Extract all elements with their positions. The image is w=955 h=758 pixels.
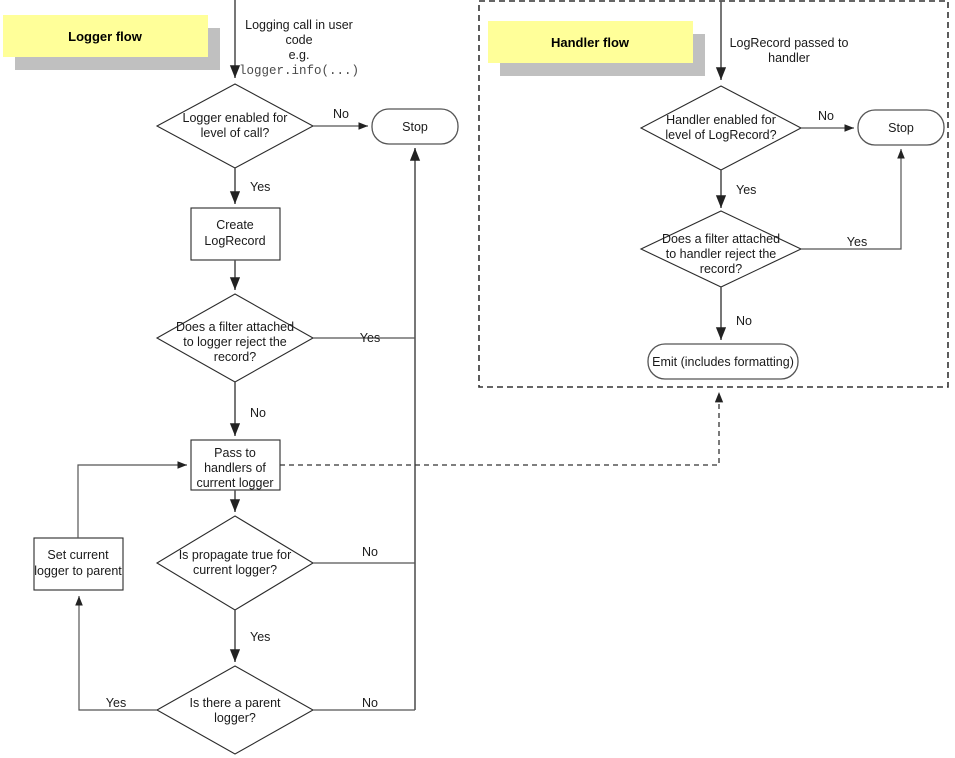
logging-call-line-3: e.g. — [289, 48, 310, 62]
edge-label-propagate-yes: Yes — [250, 630, 270, 644]
node-pass-to-handlers: Pass to handlers of current logger — [190, 439, 281, 491]
edge-label-filter-handler-yes: Yes — [847, 235, 867, 249]
logger-flow-banner-fill — [3, 15, 208, 57]
logrecord-passed-line-1: LogRecord passed to — [730, 36, 849, 50]
edge-label-filter-logger-yes: Yes — [360, 331, 380, 345]
set-parent-box — [33, 537, 124, 591]
filter-logger-line-3: record? — [214, 350, 256, 364]
emit-shape — [647, 343, 799, 380]
logrecord-passed-line-2: handler — [768, 51, 810, 65]
node-filter-handler: Does a filter attached to handler reject… — [639, 210, 803, 288]
pass-to-handlers-line-2: handlers of — [204, 461, 266, 475]
edge-pass-to-handler-flow-dashed — [280, 392, 724, 466]
propagate-line-1: Is propagate true for — [179, 548, 292, 562]
edge-filter-handler-yes — [801, 149, 905, 250]
node-create-logrecord: Create LogRecord — [190, 207, 281, 261]
logger-stop-shape — [371, 108, 459, 145]
edge-label-handler-enabled-no: No — [818, 109, 834, 123]
pass-to-handlers-line-1: Pass to — [214, 446, 256, 460]
node-emit: Emit (includes formatting) — [647, 343, 799, 380]
set-parent-line-1: Set current — [47, 548, 109, 562]
edge-label-handler-enabled-yes: Yes — [736, 183, 756, 197]
handler-enabled-line-2: level of LogRecord? — [665, 128, 776, 142]
edge-label-propagate-no: No — [362, 545, 378, 559]
node-parent-logger: Is there a parent logger? — [155, 665, 315, 755]
node-set-parent: Set current logger to parent — [33, 537, 124, 591]
filter-handler-line-2: to handler reject the — [666, 247, 777, 261]
node-filter-logger: Does a filter attached to logger reject … — [155, 293, 315, 383]
handler-enabled-line-1: Handler enabled for — [666, 113, 776, 127]
logging-call-annotation: Logging call in user code e.g. logger.in… — [239, 18, 359, 78]
filter-handler-line-1: Does a filter attached — [662, 232, 780, 246]
set-parent-line-2: logger to parent — [34, 564, 122, 578]
filter-logger-line-2: to logger reject the — [183, 335, 287, 349]
handler-flow-banner-fill — [488, 21, 693, 63]
node-handler-enabled: Handler enabled for level of LogRecord? — [639, 85, 803, 171]
edge-label-logger-enabled-no: No — [333, 107, 349, 121]
emit-label: Emit (includes formatting) — [652, 355, 794, 369]
logrecord-passed-annotation: LogRecord passed to handler — [730, 36, 849, 65]
handler-flow-banner: Handler flow — [488, 21, 705, 76]
edge-label-logger-enabled-yes: Yes — [250, 180, 270, 194]
logging-call-line-1: Logging call in user — [245, 18, 353, 32]
logger-stop-label: Stop — [402, 120, 428, 134]
edge-parent-logger-yes — [75, 596, 157, 711]
edge-label-filter-logger-no: No — [250, 406, 266, 420]
handler-flow-banner-label: Handler flow — [551, 35, 630, 50]
filter-logger-line-1: Does a filter attached — [176, 320, 294, 334]
edge-set-parent-to-pass — [77, 461, 187, 538]
node-handler-stop: Stop — [857, 109, 945, 146]
logger-flow-banner-label: Logger flow — [68, 29, 143, 44]
logger-enabled-line-1: Logger enabled for — [183, 111, 288, 125]
handler-flow-group-box — [478, 0, 949, 388]
parent-logger-line-1: Is there a parent — [189, 696, 281, 710]
logger-flow-banner: Logger flow — [3, 15, 220, 70]
edge-label-filter-handler-no: No — [736, 314, 752, 328]
logging-call-code: logger.info(...) — [239, 64, 359, 78]
logger-enabled-line-2: level of call? — [201, 126, 270, 140]
node-logger-enabled: Logger enabled for level of call? — [155, 83, 315, 169]
create-logrecord-line-2: LogRecord — [204, 234, 265, 248]
node-propagate: Is propagate true for current logger? — [155, 515, 315, 611]
parent-logger-line-2: logger? — [214, 711, 256, 725]
filter-handler-line-3: record? — [700, 262, 742, 276]
create-logrecord-box — [190, 207, 281, 261]
edge-label-parent-logger-yes: Yes — [106, 696, 126, 710]
pass-to-handlers-line-3: current logger — [196, 476, 273, 490]
propagate-line-2: current logger? — [193, 563, 277, 577]
handler-stop-shape — [857, 109, 945, 146]
node-logger-stop: Stop — [371, 108, 459, 145]
handler-stop-label: Stop — [888, 121, 914, 135]
parent-logger-diamond — [155, 665, 315, 755]
create-logrecord-line-1: Create — [216, 218, 254, 232]
edge-label-parent-logger-no: No — [362, 696, 378, 710]
logging-call-line-2: code — [285, 33, 312, 47]
